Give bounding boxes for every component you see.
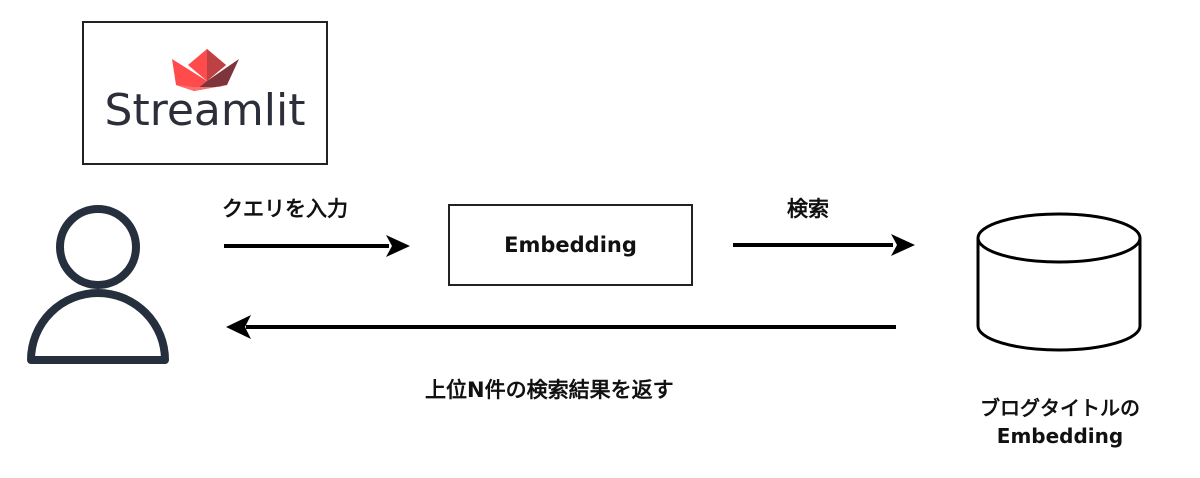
query-input-label: クエリを入力 [222, 197, 348, 221]
streamlit-logo-text: Streamlit [104, 85, 306, 136]
streamlit-crown-icon [172, 49, 239, 91]
embedding-box-label: Embedding [504, 233, 637, 257]
return-results-label: 上位N件の検索結果を返す [425, 378, 674, 402]
database-label-line2: Embedding [996, 424, 1124, 448]
arrow-database-to-user [226, 315, 896, 339]
database-label-line1: ブログタイトルの [980, 396, 1140, 420]
embedding-box: Embedding [448, 204, 693, 286]
streamlit-logo-box: Streamlit [82, 21, 328, 165]
user-icon [27, 205, 169, 364]
arrow-embedding-to-database [733, 234, 915, 256]
arrow-query-to-embedding [224, 235, 410, 257]
search-label: 検索 [787, 197, 829, 221]
database-icon [976, 212, 1142, 352]
